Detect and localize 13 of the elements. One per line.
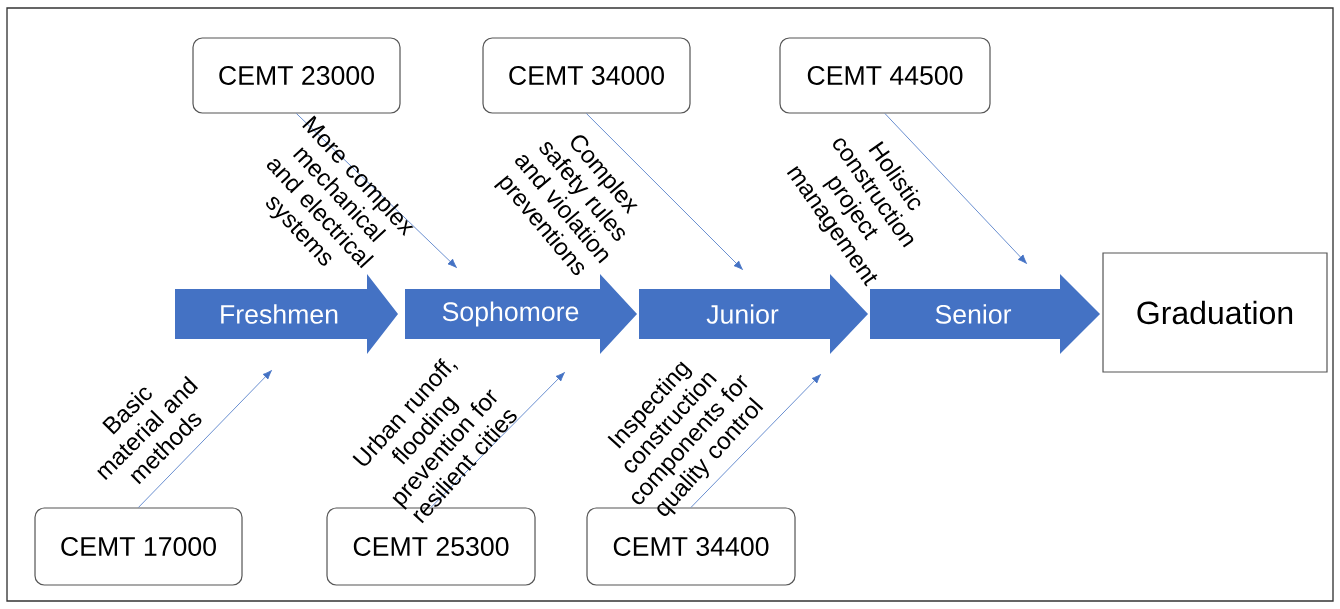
arrow bbox=[884, 113, 1027, 264]
arrow bbox=[430, 372, 565, 508]
course-box: CEMT 34000 bbox=[482, 37, 691, 114]
arrow bbox=[586, 113, 743, 270]
stage-band: Freshmen bbox=[175, 274, 398, 354]
course-box: CEMT 23000 bbox=[192, 37, 401, 114]
arrow bbox=[690, 374, 821, 508]
goal-box: Graduation bbox=[1102, 252, 1328, 373]
course-box: CEMT 44500 bbox=[779, 37, 991, 114]
arrow bbox=[296, 113, 457, 268]
course-box: CEMT 17000 bbox=[34, 507, 243, 586]
arrow bbox=[138, 370, 272, 508]
stage-band: Sophomore bbox=[405, 274, 637, 354]
